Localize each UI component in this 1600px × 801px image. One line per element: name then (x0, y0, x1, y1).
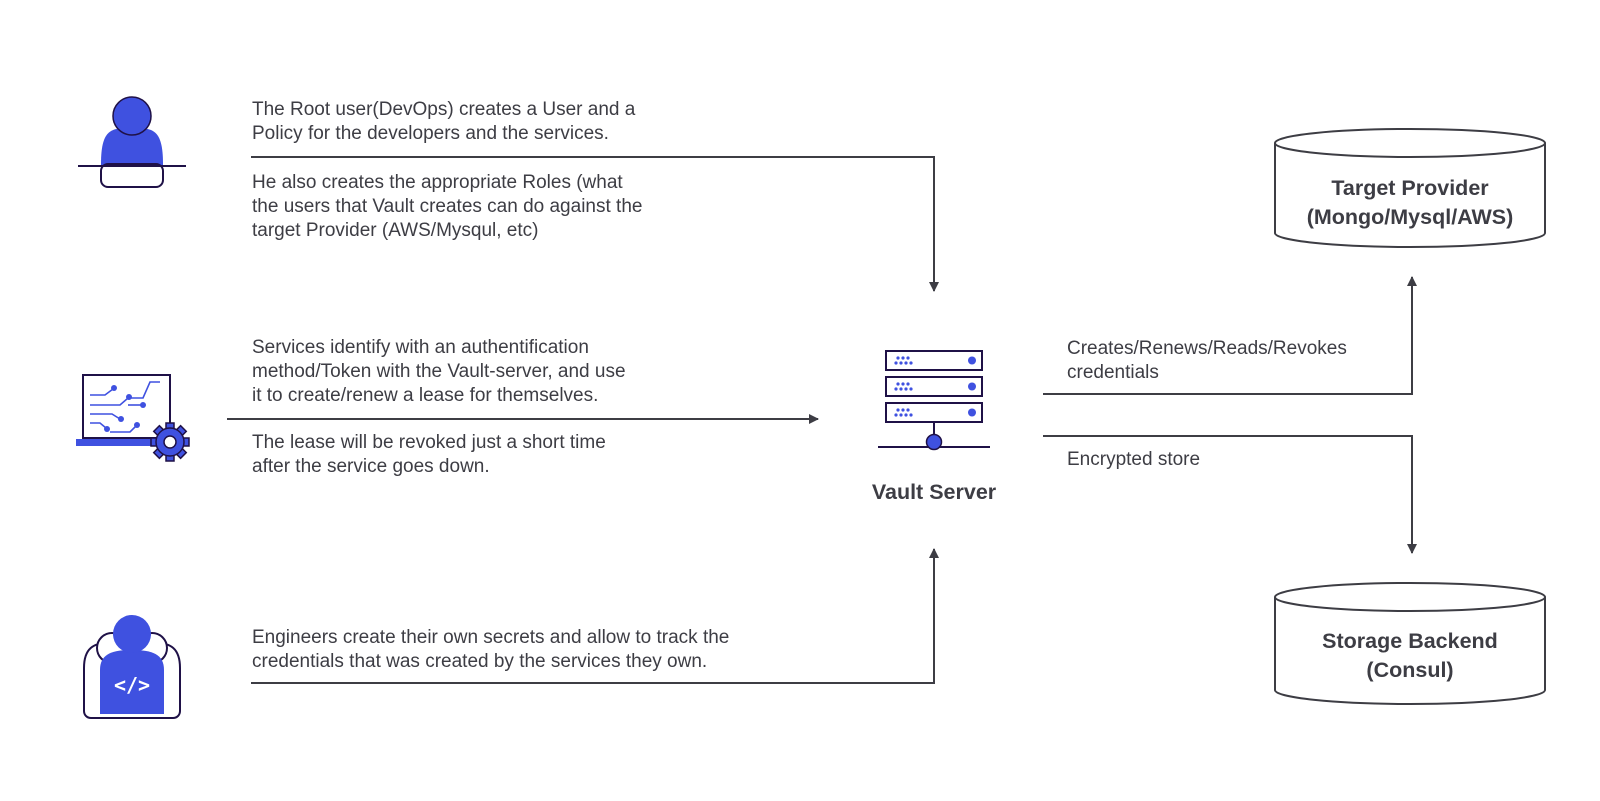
connector-engineers-to-vault (251, 548, 939, 684)
text-line: Encrypted store (1067, 449, 1201, 470)
lease-description: The lease will be revoked just a short t… (252, 431, 606, 479)
vault-server-label: Vault Server (871, 480, 997, 504)
storage-backend-label: Storage Backend (Consul) (1280, 627, 1540, 685)
database-cylinder-icon (1274, 128, 1546, 248)
connector-root-to-vault (251, 156, 939, 292)
text-line: (Mongo/Mysql/AWS) (1306, 205, 1514, 229)
text-line: credentials that was created by the serv… (252, 651, 708, 672)
text-line: the users that Vault creates can do agai… (252, 196, 643, 217)
root-user-roles-description: He also creates the appropriate Roles (w… (252, 171, 642, 243)
text-line: (Consul) (1366, 658, 1454, 682)
text-line: Policy for the developers and the servic… (252, 123, 609, 144)
connector-vault-to-target (1043, 276, 1417, 395)
connector-vault-to-storage (1043, 435, 1417, 554)
server-rack-icon (878, 350, 990, 451)
text-line: He also creates the appropriate Roles (w… (252, 172, 623, 193)
text-line: after the service goes down. (252, 456, 490, 477)
text-line: credentials (1067, 362, 1159, 383)
svg-text:</>: </> (114, 673, 150, 697)
user-icon (78, 96, 186, 188)
text-line: Storage Backend (1322, 629, 1498, 653)
developer-group-icon: </> (83, 615, 181, 719)
credentials-connection-label: Creates/Renews/Reads/Revokes credentials (1067, 337, 1347, 385)
services-description: Services identify with an authentificati… (252, 336, 626, 408)
engineers-description: Engineers create their own secrets and a… (252, 626, 729, 674)
text-line: it to create/renew a lease for themselve… (252, 385, 599, 406)
text-line: target Provider (AWS/Mysqul, etc) (252, 220, 539, 241)
text-line: Services identify with an authentificati… (252, 337, 589, 358)
text-line: method/Token with the Vault-server, and … (252, 361, 626, 382)
text-line: Creates/Renews/Reads/Revokes (1067, 338, 1347, 359)
text-line: Target Provider (1331, 176, 1489, 200)
root-user-description: The Root user(DevOps) creates a User and… (252, 98, 635, 146)
text-line: The lease will be revoked just a short t… (252, 432, 606, 453)
text-line: Engineers create their own secrets and a… (252, 627, 730, 648)
database-cylinder-icon (1274, 582, 1546, 705)
encrypted-store-label: Encrypted store (1067, 448, 1200, 472)
service-laptop-gear-icon (76, 374, 190, 462)
text-line: The Root user(DevOps) creates a User and… (252, 99, 636, 120)
target-provider-label: Target Provider (Mongo/Mysql/AWS) (1280, 174, 1540, 232)
